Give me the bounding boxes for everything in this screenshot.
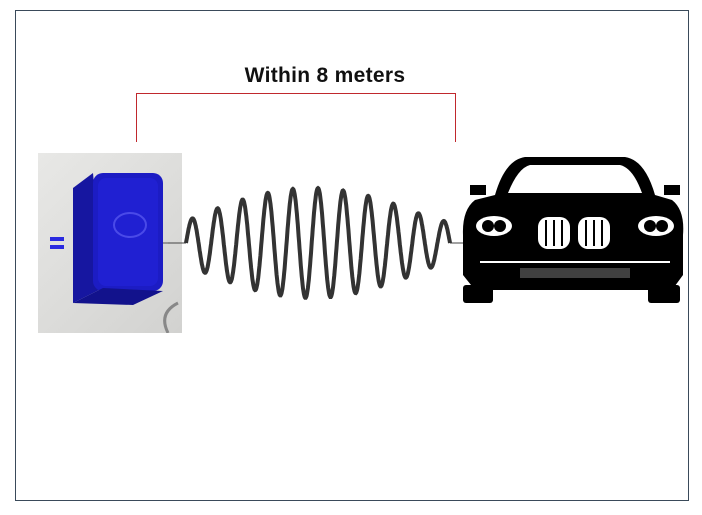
sensor-photo (38, 153, 182, 334)
distance-bracket (136, 93, 456, 142)
signal-wave (184, 185, 452, 300)
sensor-device-icon (50, 173, 182, 334)
car-front-icon (462, 157, 684, 303)
diagram-frame (15, 10, 689, 501)
distance-label: Within 8 meters (244, 64, 406, 87)
